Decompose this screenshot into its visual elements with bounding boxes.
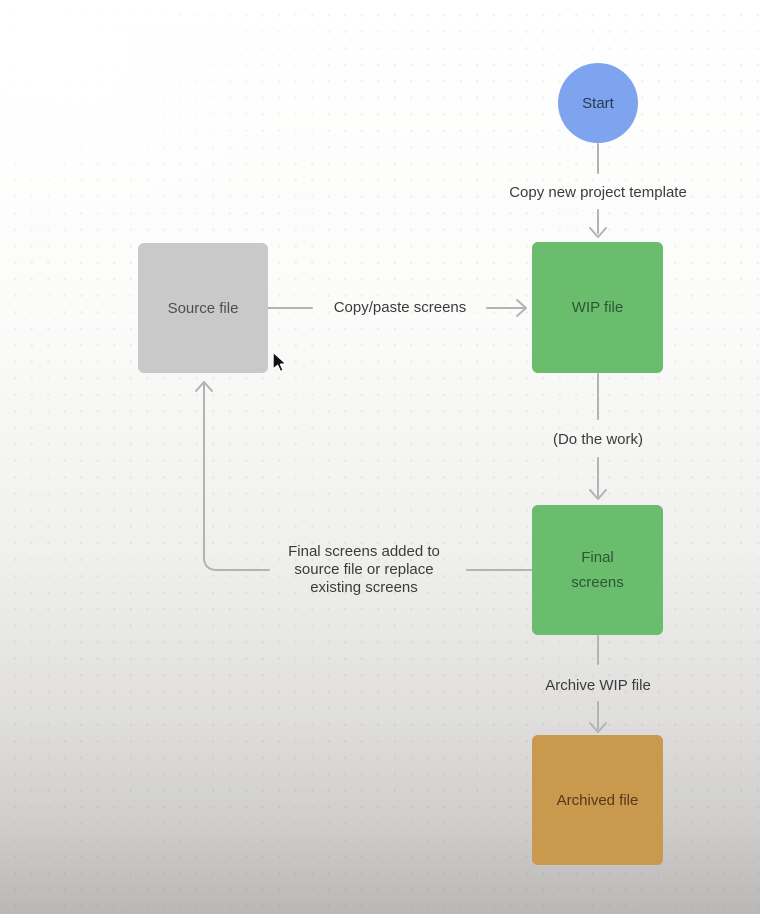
label-loop-line-3: existing screens	[310, 579, 418, 596]
node-wip-file[interactable]: WIP file	[532, 242, 663, 373]
label-do-the-work[interactable]: (Do the work)	[552, 431, 644, 448]
node-source-file-label: Source file	[167, 299, 239, 317]
node-wip-file-label: WIP file	[571, 299, 624, 316]
node-archived-file-label: Archived file	[556, 791, 639, 809]
label-archive-wip-file[interactable]: Archive WIP file	[545, 677, 651, 694]
node-start-label: Start	[582, 94, 614, 112]
mouse-pointer-icon	[272, 351, 287, 373]
node-final-screens[interactable]: Final screens	[532, 505, 663, 635]
label-loop-line-2: source file or replace	[294, 561, 434, 578]
label-copy-paste-screens[interactable]: Copy/paste screens	[333, 299, 467, 316]
node-source-file[interactable]: Source file	[138, 243, 268, 373]
label-copy-new-project-template[interactable]: Copy new project template	[509, 184, 687, 201]
node-start[interactable]: Start	[558, 63, 638, 143]
label-loop-line-1: Final screens added to	[288, 543, 440, 560]
node-archived-file[interactable]: Archived file	[532, 735, 663, 865]
node-final-screens-label: Final screens	[571, 549, 624, 591]
label-final-screens-added[interactable]: Final screens added to source file or re…	[288, 543, 440, 597]
